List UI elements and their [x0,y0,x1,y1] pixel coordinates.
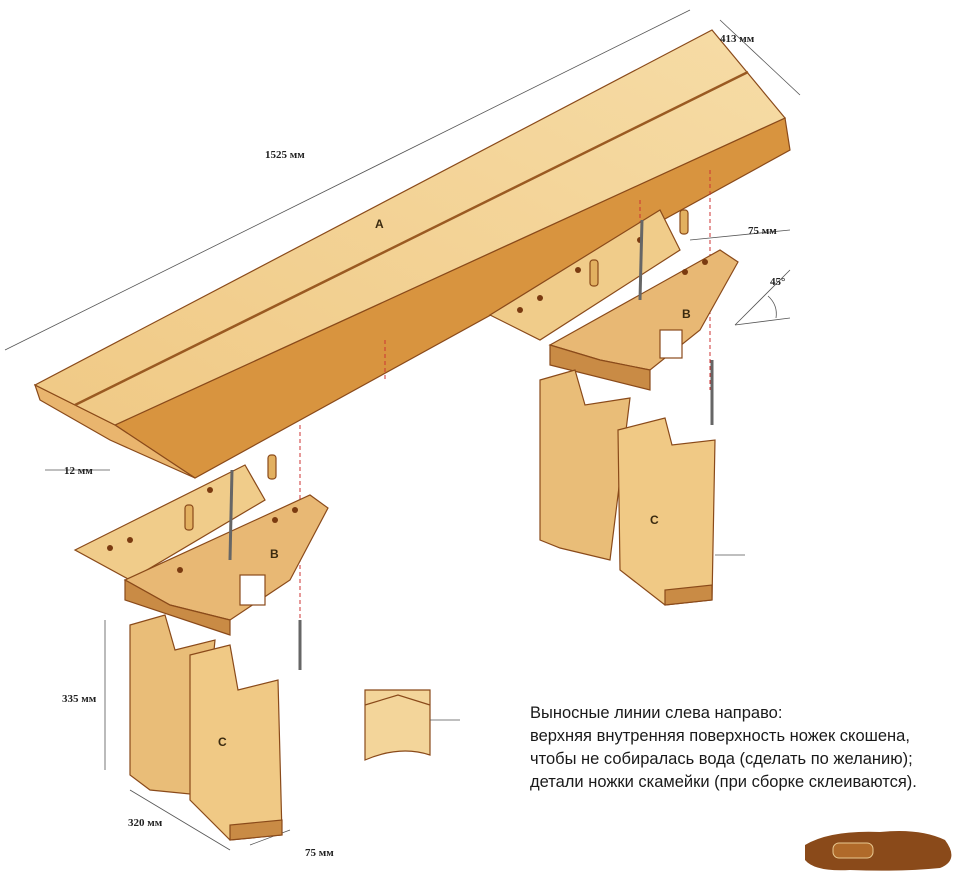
note-line: верхняя внутренняя поверхность ножек ско… [530,727,910,745]
publisher-logo [805,831,952,871]
note-line: детали ножки скамейки (при сборке склеив… [530,773,917,791]
label-part-b-right: B [682,307,691,321]
label-part-a: A [375,217,384,231]
note-line: чтобы не собиралась вода (сделать по жел… [530,750,913,768]
label-part-c-left: C [218,735,227,749]
dim-seat-length: 1525 мм [265,149,305,161]
dim-seat-thickness: 12 мм [64,465,93,477]
callout-note: Выносные линии слева направо: верхняя вн… [530,702,917,794]
dim-leg-depth: 320 мм [128,817,163,829]
dim-leg-height: 335 мм [62,693,97,705]
dim-leg-top-width: 75 мм [748,225,777,237]
label-part-c-right: C [650,513,659,527]
brace-part-b-left [73,454,329,670]
dim-angle: 45° [770,276,785,288]
leg-part-c-right [539,369,745,606]
dimension-lines [4,9,801,851]
dim-seat-width: 413 мм [720,33,755,45]
brace-part-b-right [488,209,739,425]
label-part-b-left: B [270,547,279,561]
dim-leg-width: 75 мм [305,847,334,859]
leg-top-detail [364,689,460,761]
note-title: Выносные линии слева направо: [530,704,783,722]
leg-part-c-left [129,614,283,841]
seat-part-a [33,29,791,479]
